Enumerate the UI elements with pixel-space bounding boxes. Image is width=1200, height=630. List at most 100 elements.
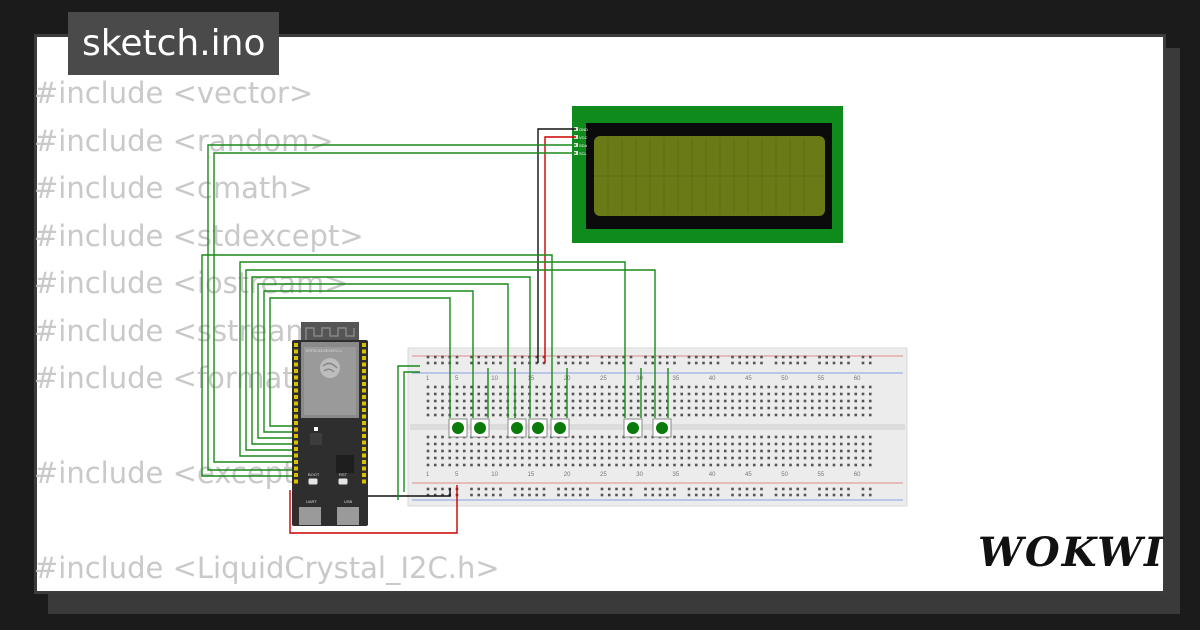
wire-button-6 <box>263 290 474 433</box>
esp32-pin <box>362 369 366 373</box>
breadboard-hole <box>847 442 850 446</box>
push-button-5[interactable] <box>550 418 570 438</box>
esp32-pin <box>294 447 298 451</box>
breadboard-hole <box>499 493 502 497</box>
push-buttons[interactable] <box>448 418 672 438</box>
breadboard-hole <box>868 435 872 439</box>
reset-label: RST <box>339 472 348 477</box>
breadboard-hole <box>448 456 452 460</box>
wire-button-5 <box>257 283 509 439</box>
breadboard-hole <box>629 406 633 410</box>
esp32-pin <box>294 453 298 458</box>
breadboard-hole <box>426 449 430 453</box>
breadboard-hole <box>615 406 618 410</box>
breadboard-hole <box>658 355 662 359</box>
breadboard-hole <box>868 355 872 359</box>
breadboard-hole <box>455 456 459 460</box>
breadboard-hole <box>578 456 582 460</box>
breadboard-hole <box>825 463 829 467</box>
breadboard-hole <box>433 406 437 410</box>
breadboard-hole <box>644 442 647 446</box>
boot-button[interactable] <box>307 477 319 486</box>
breadboard-hole <box>578 493 582 497</box>
breadboard-hole <box>760 361 763 365</box>
breadboard-hole <box>506 456 510 460</box>
breadboard-hole <box>810 463 814 467</box>
breadboard-hole <box>470 456 473 460</box>
breadboard-hole <box>709 385 713 389</box>
breadboard-hole <box>738 413 742 417</box>
breadboard-hole <box>665 456 669 460</box>
push-button-4[interactable] <box>528 418 548 438</box>
esp32-pin <box>362 479 366 484</box>
push-button-2[interactable] <box>470 418 490 438</box>
breadboard-hole <box>615 413 618 417</box>
breadboard-hole <box>752 463 756 467</box>
push-button-3[interactable] <box>507 418 527 438</box>
breadboard-hole <box>868 493 872 497</box>
breadboard-hole <box>644 463 647 467</box>
breadboard-hole <box>716 392 720 396</box>
wire-button-4 <box>251 276 531 445</box>
esp32-pin <box>362 362 366 367</box>
breadboard-hole <box>868 442 872 446</box>
breadboard-hole <box>622 406 626 410</box>
breadboard-hole <box>687 355 691 359</box>
breadboard-hole <box>607 392 611 396</box>
breadboard-hole <box>622 392 626 396</box>
breadboard-hole <box>738 385 742 389</box>
breadboard-hole <box>607 456 611 460</box>
wire-lcd-gnd <box>537 128 576 363</box>
breadboard-hole <box>658 399 662 403</box>
breadboard-hole <box>818 392 821 396</box>
breadboard-column-number: 10 <box>491 376 498 382</box>
breadboard-hole <box>433 385 437 389</box>
breadboard-hole <box>731 493 734 497</box>
breadboard-hole <box>716 442 720 446</box>
breadboard-hole <box>774 392 778 396</box>
wire-button-2 <box>239 261 626 457</box>
breadboard-hole <box>629 463 633 467</box>
breadboard-hole <box>738 392 742 396</box>
breadboard-hole <box>789 392 792 396</box>
breadboard-hole <box>499 392 502 396</box>
push-button-1[interactable] <box>448 418 468 438</box>
breadboard-hole <box>549 449 553 453</box>
breadboard-hole <box>564 355 568 359</box>
breadboard-hole <box>426 413 430 417</box>
breadboard-hole <box>818 385 821 389</box>
breadboard-hole <box>868 399 872 403</box>
esp32-pin <box>294 362 298 367</box>
tab-title[interactable]: sketch.ino <box>68 12 280 75</box>
breadboard-hole <box>702 361 705 365</box>
breadboard-hole <box>586 413 589 417</box>
breadboard-hole <box>702 435 705 439</box>
breadboard-hole <box>557 392 560 396</box>
breadboard-hole <box>549 406 553 410</box>
breadboard-hole <box>745 463 749 467</box>
breadboard-hole <box>781 399 785 403</box>
push-button-6[interactable] <box>623 418 643 438</box>
breadboard-hole <box>593 392 597 396</box>
push-button-7[interactable] <box>652 418 672 438</box>
breadboard-hole <box>680 456 684 460</box>
esp32-pin <box>362 388 366 393</box>
breadboard-hole <box>752 355 756 359</box>
breadboard-hole <box>825 399 829 403</box>
breadboard-hole <box>752 449 756 453</box>
esp32-pin <box>294 479 298 484</box>
breadboard-hole <box>818 487 821 491</box>
breadboard-hole <box>499 456 502 460</box>
breadboard-hole <box>607 413 611 417</box>
reset-button[interactable] <box>337 477 349 486</box>
breadboard-hole <box>433 456 437 460</box>
breadboard-hole <box>825 406 829 410</box>
breadboard-hole <box>542 493 546 497</box>
breadboard-hole <box>564 463 568 467</box>
breadboard-hole <box>542 442 546 446</box>
breadboard-hole <box>789 456 792 460</box>
breadboard-hole <box>796 399 800 403</box>
breadboard-hole <box>861 435 865 439</box>
esp32-board: ESP32-S3-DEVKITC-1 BOOT RST UART USB <box>292 322 368 526</box>
breadboard-hole <box>738 399 742 403</box>
